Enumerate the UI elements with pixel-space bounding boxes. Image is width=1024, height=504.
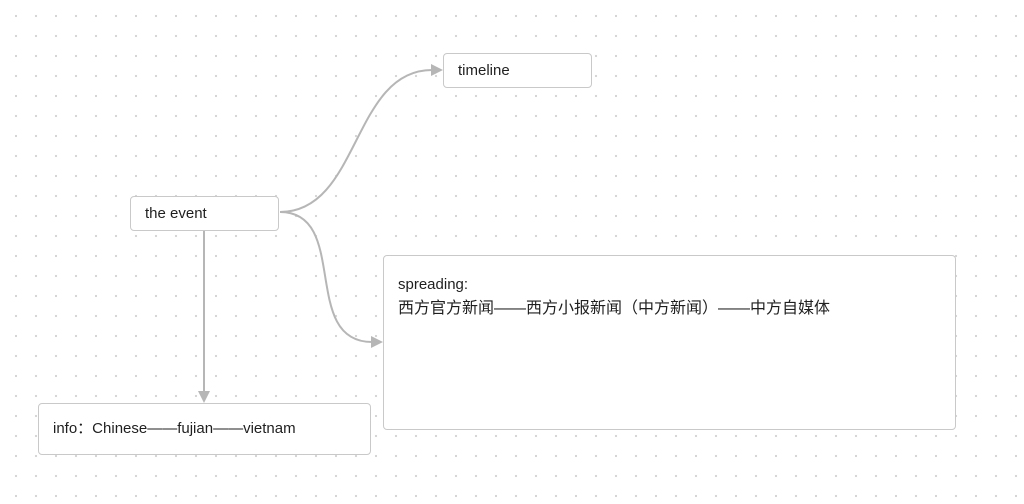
edge-event-to-spreading	[279, 211, 373, 343]
arrowhead-timeline	[431, 64, 443, 76]
arrowhead-info	[198, 391, 210, 403]
node-info-label: info：Chinese——fujian——vietnam	[53, 420, 296, 437]
arrowhead-spreading	[371, 336, 383, 348]
node-timeline[interactable]: timeline	[443, 53, 592, 88]
node-timeline-label: timeline	[458, 62, 510, 79]
node-info[interactable]: info：Chinese——fujian——vietnam	[38, 403, 371, 455]
node-spreading-text: 西方官方新闻——西方小报新闻（中方新闻）——中方自媒体	[398, 300, 831, 317]
node-spreading[interactable]: spreading: 西方官方新闻——西方小报新闻（中方新闻）——中方自媒体	[383, 255, 956, 430]
edge-event-to-timeline	[279, 69, 433, 213]
node-the-event-label: the event	[145, 205, 207, 222]
node-spreading-heading: spreading:	[398, 276, 469, 293]
node-the-event[interactable]: the event	[130, 196, 279, 231]
